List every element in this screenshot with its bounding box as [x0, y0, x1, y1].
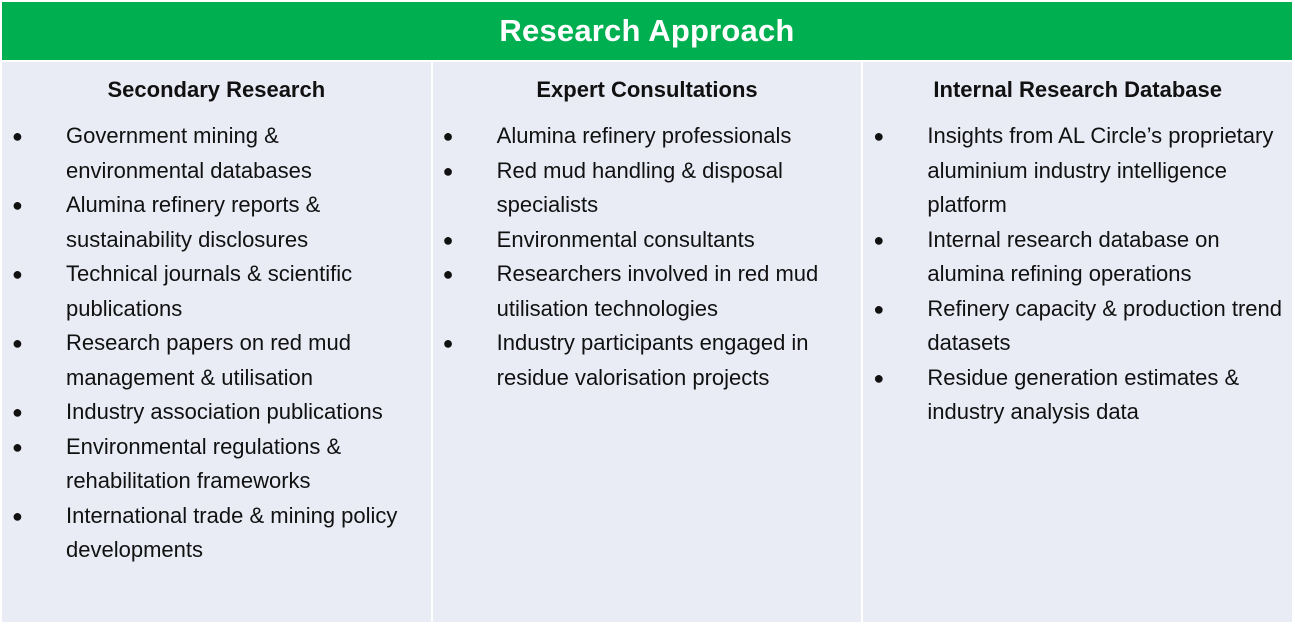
list-item-text: Environmental consultants — [496, 226, 755, 252]
column-title: Expert Consultations — [536, 77, 758, 102]
bullet-icon: ● — [442, 333, 454, 353]
list-item-text: Environmental regulations & rehabilitati… — [66, 433, 342, 494]
list-item: ● Industry participants engaged in residu… — [433, 326, 862, 395]
bullet-icon: ● — [12, 195, 23, 215]
list-item: ● Refinery capacity & production trend da… — [863, 292, 1292, 361]
bullet-icon: ● — [12, 402, 23, 422]
list-item: ● Environmental consultants — [433, 223, 862, 258]
list-item-text: International trade & mining policy deve… — [66, 502, 398, 563]
bullet-icon: ● — [442, 160, 454, 181]
list-item-text: Industry participants engaged in residue… — [496, 330, 809, 390]
list-item-text: Alumina refinery reports & sustainabilit… — [66, 192, 321, 252]
bullet-icon: ● — [442, 126, 454, 146]
list-item-text: Research papers on red mud management & … — [66, 330, 351, 390]
list-item: ● Insights from AL Circle’s proprietary a… — [863, 119, 1292, 223]
bullet-icon: ● — [12, 505, 23, 526]
list-item-text: Researchers involved in red mud utilisat… — [496, 261, 819, 321]
list-item-text: Alumina refinery professionals — [496, 123, 792, 148]
list-item-text: Government mining & environmental databa… — [66, 123, 312, 183]
columns-row: Secondary Research ● Government mining & … — [2, 62, 1293, 622]
list-item: ● Environmental regulations & rehabilitat… — [2, 430, 431, 499]
bullet-icon: ● — [12, 264, 23, 284]
table-header: Research Approach — [2, 2, 1292, 62]
list-item-text: Technical journals & scientific publicat… — [66, 261, 353, 321]
list-item: ● Government mining & environmental datab… — [2, 119, 431, 188]
column-internal-research-database: Internal Research Database ● Insights fro… — [861, 62, 1293, 622]
bullet-icon: ● — [442, 229, 454, 250]
column-secondary-research: Secondary Research ● Government mining & … — [2, 62, 431, 622]
bullet-icon: ● — [873, 126, 885, 146]
column-title: Secondary Research — [107, 77, 326, 102]
column-list: ● Insights from AL Circle’s proprietary a… — [863, 119, 1292, 430]
list-item: ● Technical journals & scientific publica… — [2, 257, 431, 326]
list-item-text: Insights from AL Circle’s proprietary al… — [927, 123, 1274, 217]
column-list: ● Government mining & environmental datab… — [2, 119, 431, 568]
column-expert-consultations: Expert Consultations ● Alumina refinery p… — [430, 62, 862, 622]
list-item: ● Industry association publications — [2, 395, 431, 430]
bullet-icon: ● — [12, 333, 23, 353]
column-title: Internal Research Database — [933, 77, 1222, 102]
list-item: ● Internal research database on alumina r… — [863, 223, 1292, 292]
list-item: ● International trade & mining policy dev… — [2, 499, 431, 568]
list-item-text: Red mud handling & disposal specialists — [496, 157, 783, 218]
bullet-icon: ● — [873, 229, 885, 250]
list-item: ● Alumina refinery reports & sustainabili… — [2, 188, 431, 257]
bullet-icon: ● — [442, 264, 454, 284]
list-item-text: Internal research database on alumina re… — [927, 226, 1220, 287]
bullet-icon: ● — [12, 126, 23, 146]
table-title: Research Approach — [499, 13, 795, 48]
list-item-text: Refinery capacity & production trend dat… — [927, 295, 1282, 356]
list-item-text: Residue generation estimates & industry … — [927, 364, 1240, 425]
list-item: ● Researchers involved in red mud utilisa… — [433, 257, 862, 326]
bullet-icon: ● — [12, 436, 23, 457]
list-item: ● Residue generation estimates & industry… — [863, 361, 1292, 430]
bullet-icon: ● — [873, 367, 885, 388]
column-list: ● Alumina refinery professionals ● Red mud … — [433, 119, 862, 395]
bullet-icon: ● — [873, 298, 885, 319]
list-item: ● Research papers on red mud management &… — [2, 326, 431, 395]
list-item: ● Red mud handling & disposal specialists — [433, 154, 862, 223]
list-item-text: Industry association publications — [66, 399, 383, 424]
list-item: ● Alumina refinery professionals — [433, 119, 862, 154]
